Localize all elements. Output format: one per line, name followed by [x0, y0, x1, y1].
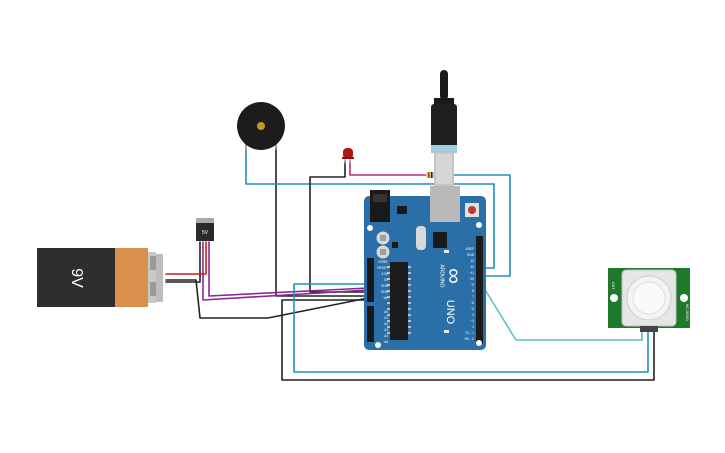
analog-header	[367, 306, 374, 342]
digital-pin-label: ~6	[470, 301, 474, 305]
digital-pin-label: ~11	[469, 271, 474, 275]
digital-pin-label: ~10	[469, 277, 475, 281]
digital-pin-label: ~5	[470, 307, 474, 311]
digital-pin-label: 7	[472, 295, 474, 299]
usb-socket	[430, 186, 460, 222]
digital-header	[476, 236, 483, 344]
power-pin-label: IOREF	[378, 260, 388, 264]
analog-pin-label: A1	[384, 316, 388, 320]
wire-pir-vcc[interactable]	[293, 283, 649, 373]
wire-buzzer-gnd[interactable]	[275, 147, 369, 297]
digital-pin-label: 2	[472, 325, 474, 329]
arduino-uno-board[interactable]: ∞ ARDUINO UNO AREF GND 13 12 ~11 ~10 ~9 8 7 ~6 ~5 4…	[364, 186, 486, 350]
wire-regulator-ground[interactable]	[165, 241, 201, 283]
wire-regulator-gnd[interactable]	[208, 241, 369, 297]
wires	[165, 147, 655, 381]
wire-led-anode[interactable]	[349, 161, 427, 176]
wire-buzzer-signal[interactable]	[245, 149, 495, 269]
digital-pin-label: ~9	[470, 283, 474, 287]
power-pin-label: 5V	[384, 278, 389, 282]
wire-battery-positive[interactable]	[165, 241, 207, 275]
pir-right-label: HC-SR501	[685, 304, 689, 321]
arduino-pin-labels: AREF GND 13 12 ~11 ~10 ~9 8 7 ~6 ~5 4 ~3 2TX→1RX←0 IOR…	[377, 247, 474, 344]
wire-regulator-5v[interactable]	[202, 241, 369, 301]
wire-resistor-pin[interactable]	[437, 174, 511, 277]
pir-motion-sensor[interactable]: OUT HC-SR501	[608, 268, 690, 332]
digital-pin-label: AREF	[465, 247, 474, 251]
arduino-infinity-logo: ∞	[442, 268, 467, 284]
analog-pin-label: A0	[384, 310, 388, 314]
crystal	[416, 226, 426, 250]
digital-pin-label: 8	[472, 289, 474, 293]
power-pin-label: Vin	[383, 296, 388, 300]
battery-label: 9V	[68, 268, 85, 288]
voltage-regulator[interactable]: 5V	[196, 218, 214, 241]
digital-pin-label: RX←0	[465, 337, 475, 341]
red-led[interactable]	[342, 148, 354, 164]
analog-pin-label: A4	[384, 334, 388, 338]
wire-pir-gnd[interactable]	[281, 299, 655, 381]
digital-pin-label: 4	[472, 313, 474, 317]
wire-led-gnd[interactable]	[309, 161, 369, 293]
power-header	[367, 258, 374, 302]
digital-pin-label: TX→1	[465, 331, 474, 335]
wire-battery-negative[interactable]	[165, 279, 369, 319]
arduino-brand: ARDUINO	[439, 264, 445, 287]
wire-pir-out[interactable]	[483, 287, 643, 341]
power-pin-label: RESET	[377, 266, 388, 270]
analog-pin-label: A2	[384, 322, 388, 326]
battery-9v[interactable]: 9V	[37, 248, 163, 307]
digital-pin-label: 12	[470, 265, 474, 269]
analog-pin-label: A5	[384, 340, 388, 344]
usb-cable[interactable]	[431, 70, 457, 186]
atmega-chip	[390, 262, 408, 340]
pir-left-label: OUT	[611, 282, 615, 290]
arduino-model: UNO	[444, 300, 456, 325]
digital-pin-label: 13	[470, 259, 474, 263]
power-pin-label: 3.3V	[381, 272, 388, 276]
regulator-label: 5V	[202, 230, 209, 236]
analog-pin-label: A3	[384, 328, 388, 332]
digital-pin-label: ~3	[470, 319, 474, 323]
power-pin-label: GND	[381, 284, 389, 288]
power-pin-label: GND	[381, 290, 389, 294]
digital-pin-label: GND	[467, 253, 475, 257]
piezo-buzzer[interactable]	[237, 102, 285, 152]
